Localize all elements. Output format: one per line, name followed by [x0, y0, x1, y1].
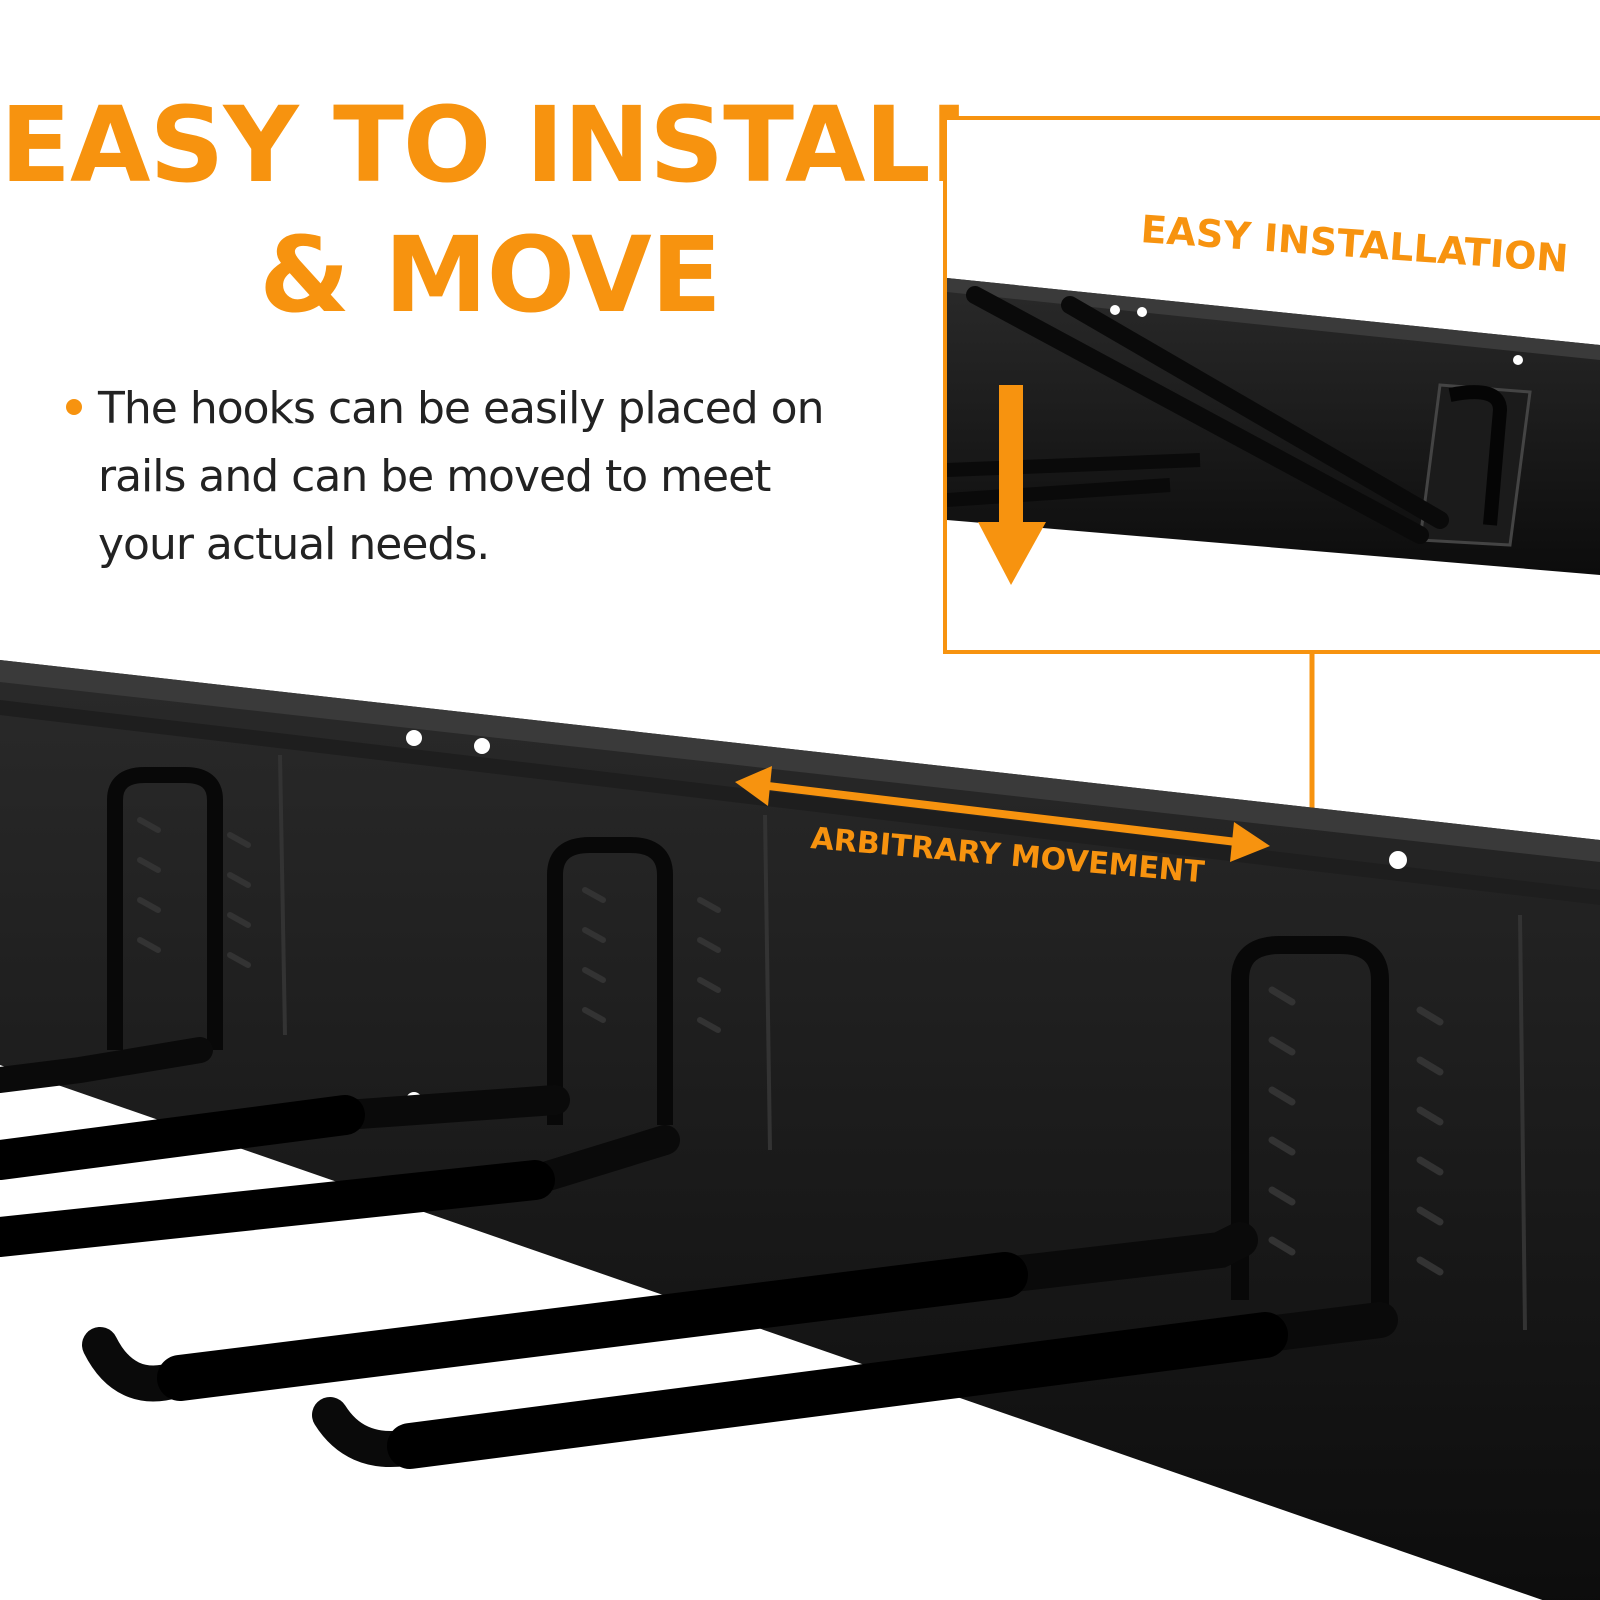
headline-line-1: EASY TO INSTALL [0, 84, 996, 206]
headline: EASY TO INSTALL & MOVE [0, 80, 996, 340]
double-arrow-icon [735, 766, 1270, 862]
inset-detail: EASY INSTALLATION [943, 116, 1600, 654]
bullet-dot-icon [66, 399, 82, 415]
hook-bracket-1 [107, 767, 251, 1050]
headline-line-2: & MOVE [259, 214, 722, 336]
feature-bullet-text: The hooks can be easily placed on rails … [98, 383, 824, 570]
hook-foam-grips [0, 1095, 1288, 1469]
hook-bracket-2 [547, 837, 721, 1125]
down-arrow-icon [978, 385, 1046, 585]
hook-bracket-3 [1231, 936, 1444, 1330]
